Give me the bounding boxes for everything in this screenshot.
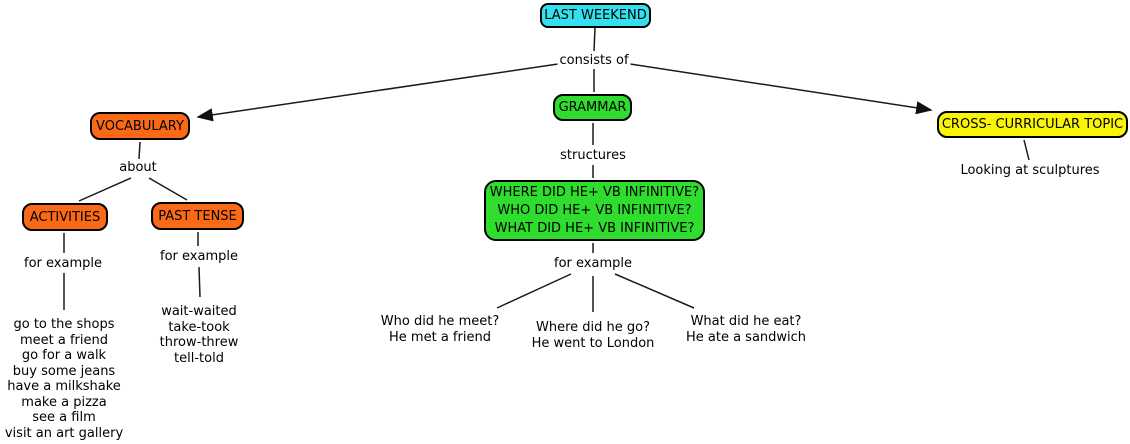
edge-fe-to-qa1 [496, 273, 572, 309]
link-consists-of[interactable]: consists of [557, 53, 631, 68]
node-cross-curricular-example[interactable]: Looking at sculptures [960, 163, 1100, 178]
answer: He ate a sandwich [685, 330, 807, 345]
node-activities-examples[interactable]: go to the shops meet a friend go for a w… [4, 317, 124, 441]
question: Who did he meet? [380, 314, 500, 329]
answer: He went to London [531, 336, 655, 351]
question: Where did he go? [535, 320, 650, 335]
question: What did he eat? [690, 314, 802, 329]
edge-fe-to-qa3 [614, 273, 695, 309]
edge-about-to-pasttense [148, 177, 188, 201]
link-for-example-activities[interactable]: for example [22, 256, 104, 271]
node-grammar-structures[interactable]: WHERE DID HE+ VB INFINITIVE? WHO DID HE+… [484, 180, 705, 241]
node-vocabulary[interactable]: VOCABULARY [90, 112, 190, 140]
node-past-tense-examples[interactable]: wait-waited take-took throw-threw tell-t… [159, 304, 239, 366]
edge-consists-to-vocabulary [196, 63, 559, 122]
node-last-weekend-label: LAST WEEKEND [544, 8, 647, 23]
edge-consists-to-cross [629, 63, 933, 115]
link-for-example-past-tense[interactable]: for example [158, 249, 240, 264]
edge-vocab-to-about [138, 141, 141, 160]
node-grammar-example-3[interactable]: What did he eat? He ate a sandwich [686, 314, 806, 346]
node-last-weekend[interactable]: LAST WEEKEND [540, 3, 651, 28]
node-grammar-example-2[interactable]: Where did he go? He went to London [532, 320, 655, 352]
edge-cross-to-example [1023, 139, 1030, 161]
edge-root-to-consists [593, 27, 596, 52]
node-grammar[interactable]: GRAMMAR [553, 94, 632, 121]
link-for-example-grammar[interactable]: for example [552, 256, 634, 271]
link-structures[interactable]: structures [558, 148, 628, 163]
node-cross-curricular-topic[interactable]: CROSS- CURRICULAR TOPIC [937, 111, 1128, 138]
edge-about-to-activities [78, 177, 132, 202]
node-vocabulary-label: VOCABULARY [96, 118, 184, 134]
node-cross-curricular-label: CROSS- CURRICULAR TOPIC [941, 117, 1124, 132]
node-past-tense-label: PAST TENSE [158, 208, 237, 224]
node-grammar-example-1[interactable]: Who did he meet? He met a friend [381, 314, 499, 346]
node-activities-label: ACTIVITIES [29, 209, 101, 225]
link-about[interactable]: about [117, 160, 159, 175]
answer: He met a friend [389, 330, 491, 345]
node-grammar-label: GRAMMAR [558, 100, 627, 115]
edge-fe-to-past-list [198, 266, 201, 298]
node-activities[interactable]: ACTIVITIES [22, 203, 108, 231]
node-past-tense[interactable]: PAST TENSE [151, 202, 244, 230]
